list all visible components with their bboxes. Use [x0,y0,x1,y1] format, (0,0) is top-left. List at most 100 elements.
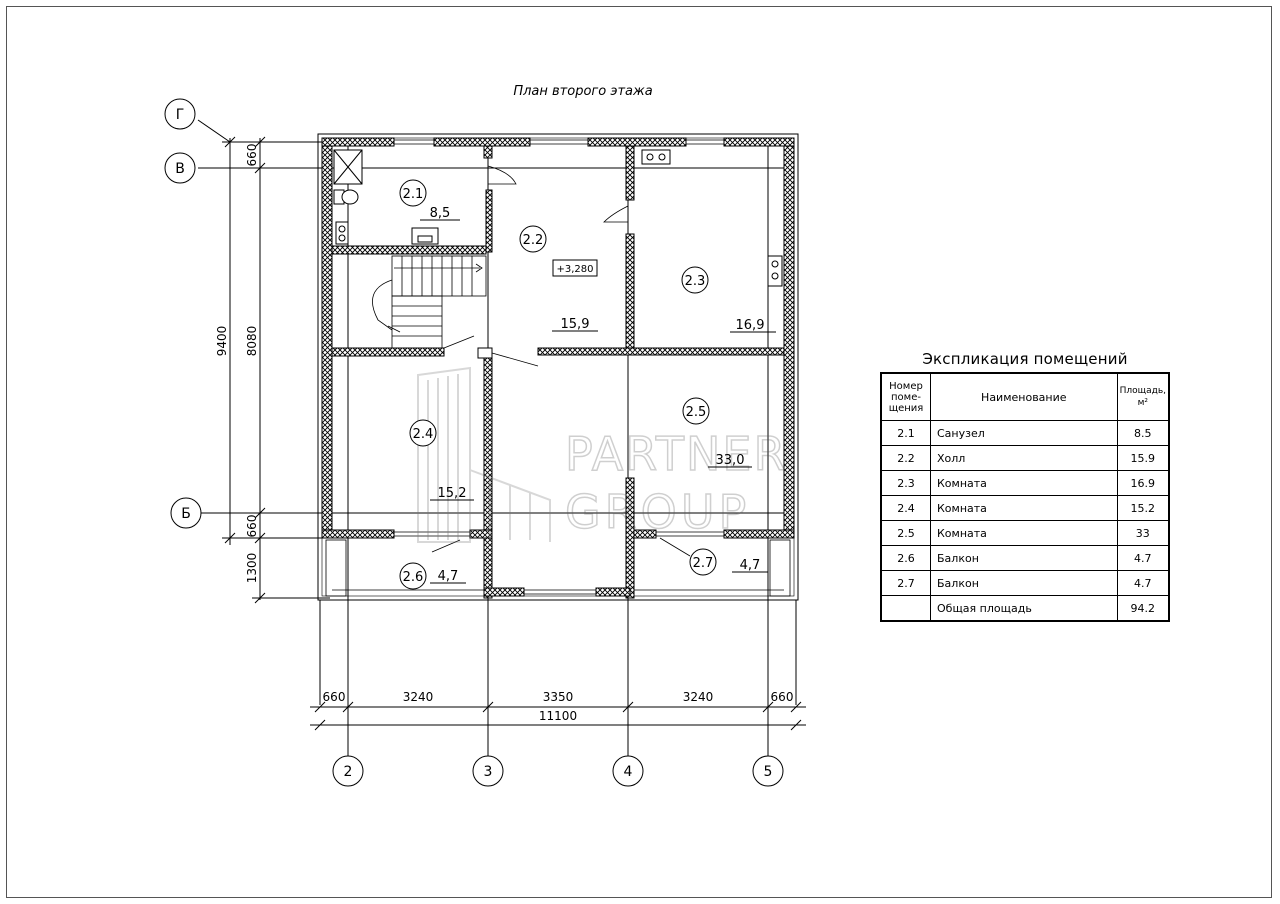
staircase [372,255,487,349]
row-area: 15.2 [1116,495,1170,521]
dim-660-left: 660 [323,690,346,704]
watermark-logo-icon [417,366,551,543]
header-room-area: Площадь, м² [1116,372,1170,421]
vent-icon-3 [767,255,783,287]
row-area: 33 [1116,520,1170,546]
header-room-name: Наименование [930,372,1118,421]
dim-3240-right: 3240 [683,690,714,704]
watermark-text-2: GROUP [565,485,750,539]
room-id-2-3: 2.3 [685,274,706,289]
room-id-2-1: 2.1 [403,187,424,202]
room-marker-2-1 [399,179,427,207]
table-row: 2.1 Санузел 8.5 [880,420,1170,446]
row-name: Балкон [930,545,1118,571]
row-area: 16.9 [1116,470,1170,496]
total-number-empty [880,595,931,622]
row-number: 2.5 [880,520,931,546]
thin-lines [325,139,791,597]
row-area: 15.9 [1116,445,1170,471]
room-id-2-5: 2.5 [686,405,707,420]
row-number: 2.1 [880,420,931,446]
room-marker-2-4 [409,419,437,447]
dim-total: 11100 [539,709,577,723]
row-number: 2.3 [880,470,931,496]
wall-hall-stub [483,145,493,159]
row-number: 2.6 [880,545,931,571]
wall-bottom-1 [321,529,395,539]
table-row: 2.4 Комната 15.2 [880,495,1170,521]
sheet-frame [6,6,1272,898]
dim-8080: 8080 [245,326,259,357]
row-area: 8.5 [1116,420,1170,446]
room-area-2-1: 8,5 [430,206,451,221]
axis-marker-2 [332,755,364,787]
axis-label-5: 5 [764,764,773,780]
axis-marker-v [164,152,196,184]
axis-label-4: 4 [624,764,633,780]
table-total-row: Общая площадь 94.2 [880,595,1170,622]
row-name: Комната [930,470,1118,496]
explication-table: Номер поме- щения Наименование Площадь, … [880,372,1170,622]
table-row: 2.3 Комната 16.9 [880,470,1170,496]
axis-label-2: 2 [344,764,353,780]
room-area-2-2: 15,9 [561,317,590,332]
wall-stub-left [469,529,493,539]
room-area-2-4: 15,2 [438,486,467,501]
axis-marker-4 [612,755,644,787]
wall-top-1 [321,137,395,147]
table-row: 2.5 Комната 33 [880,520,1170,546]
room-id-2-6: 2.6 [403,570,424,585]
row-number: 2.4 [880,495,931,521]
building-outline [317,133,799,601]
dim-660-right: 660 [771,690,794,704]
axis-marker-3 [472,755,504,787]
axis-label-3: 3 [484,764,493,780]
axis-marker-5 [752,755,784,787]
dim-3350: 3350 [543,690,574,704]
wall-middle [537,347,785,356]
room-id-2-2: 2.2 [523,233,544,248]
wall-left [321,137,333,539]
plan-title: План второго этажа [513,84,652,99]
axis-markers: Г В Б 2 3 4 5 [164,98,784,787]
row-name: Холл [930,445,1118,471]
header-room-number: Номер поме- щения [880,372,931,421]
total-area: 94.2 [1116,595,1170,622]
wall-hall-room-top [625,145,635,201]
room-id-2-4: 2.4 [413,427,434,442]
bottom-dimension-labels: 660 3240 3350 3240 660 11100 [323,690,794,723]
vent-icon-2 [641,149,671,165]
walls [321,137,795,599]
room-marker-2-7 [689,548,717,576]
table-row: 2.2 Холл 15.9 [880,445,1170,471]
left-dimension-labels: 660 9400 8080 660 1300 [215,144,259,584]
wall-top-3 [587,137,687,147]
room-area-2-5: 33,0 [716,453,745,468]
watermark-text-1: PARTNER [565,427,787,481]
room-marker-2-6 [399,562,427,590]
dim-660-top: 660 [245,144,259,167]
table-row: 2.7 Балкон 4.7 [880,570,1170,596]
room-marker-2-2 [519,225,547,253]
room-id-2-7: 2.7 [693,556,714,571]
wall-top-4 [723,137,795,147]
wall-bath-right [485,189,493,253]
room-area-2-3: 16,9 [736,318,765,333]
left-dimensions [222,136,330,604]
row-number: 2.7 [880,570,931,596]
level-mark: +3,280 [556,264,593,275]
dim-9400: 9400 [215,326,229,357]
table-row: 2.6 Балкон 4.7 [880,545,1170,571]
room-area-2-6: 4,7 [438,569,459,584]
wall-balcony-right [595,587,631,597]
wall-top-2 [433,137,531,147]
row-name: Балкон [930,570,1118,596]
watermark: PARTNER GROUP [417,366,787,543]
wall-fills [331,245,493,359]
total-name: Общая площадь [930,595,1118,622]
room-marker-2-3 [681,266,709,294]
row-number: 2.2 [880,445,931,471]
dim-1300: 1300 [245,553,259,584]
row-name: Комната [930,495,1118,521]
